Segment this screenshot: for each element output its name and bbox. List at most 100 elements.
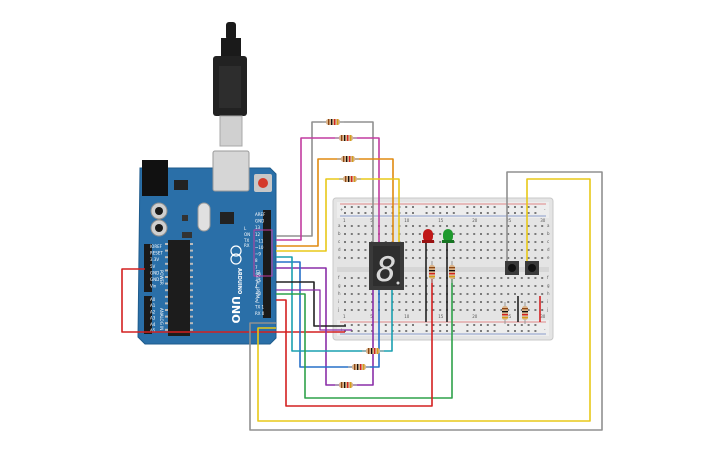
bb-hole[interactable] [439, 309, 442, 311]
bb-hole[interactable] [432, 309, 435, 311]
bb-hole[interactable] [446, 225, 448, 227]
bb-hole[interactable] [412, 293, 414, 295]
rail-hole[interactable] [425, 330, 428, 332]
bb-hole[interactable] [520, 241, 523, 243]
bb-hole[interactable] [507, 285, 510, 287]
bb-hole[interactable] [473, 301, 476, 303]
bb-hole[interactable] [541, 233, 544, 235]
bb-hole[interactable] [459, 225, 462, 227]
bb-hole[interactable] [527, 309, 530, 311]
bb-hole[interactable] [534, 285, 537, 287]
resistor-led-green[interactable] [449, 261, 455, 283]
power-header[interactable] [144, 244, 152, 292]
bb-hole[interactable] [418, 257, 421, 259]
rail-hole[interactable] [384, 324, 387, 326]
rail-hole[interactable] [527, 330, 530, 332]
bb-hole[interactable] [527, 301, 530, 303]
rail-hole[interactable] [507, 212, 510, 214]
bb-hole[interactable] [384, 293, 387, 295]
bb-hole[interactable] [344, 277, 346, 279]
rail-hole[interactable] [439, 206, 442, 208]
bb-hole[interactable] [500, 241, 503, 243]
bb-hole[interactable] [514, 257, 516, 259]
bb-hole[interactable] [364, 257, 367, 259]
bb-hole[interactable] [507, 309, 510, 311]
led-green[interactable] [443, 229, 453, 242]
bb-hole[interactable] [459, 233, 462, 235]
bb-hole[interactable] [527, 233, 530, 235]
bb-hole[interactable] [384, 301, 387, 303]
bb-hole[interactable] [344, 301, 346, 303]
rail-hole[interactable] [405, 330, 408, 332]
bb-hole[interactable] [480, 257, 482, 259]
bb-hole[interactable] [480, 225, 482, 227]
bb-hole[interactable] [459, 285, 462, 287]
bb-hole[interactable] [405, 309, 408, 311]
bb-hole[interactable] [452, 301, 455, 303]
bb-hole[interactable] [452, 309, 455, 311]
rail-hole[interactable] [384, 212, 387, 214]
bb-hole[interactable] [520, 301, 523, 303]
bb-hole[interactable] [357, 249, 360, 251]
bb-hole[interactable] [500, 225, 503, 227]
rail-hole[interactable] [466, 330, 469, 332]
bb-hole[interactable] [534, 233, 537, 235]
bb-hole[interactable] [412, 233, 414, 235]
bb-hole[interactable] [364, 293, 367, 295]
bb-hole[interactable] [425, 225, 428, 227]
rail-hole[interactable] [412, 324, 414, 326]
rail-hole[interactable] [534, 330, 537, 332]
bb-hole[interactable] [493, 225, 496, 227]
bb-hole[interactable] [357, 277, 360, 279]
bb-hole[interactable] [493, 249, 496, 251]
rail-hole[interactable] [493, 324, 496, 326]
bb-hole[interactable] [480, 241, 482, 243]
bb-hole[interactable] [459, 277, 462, 279]
bb-hole[interactable] [500, 277, 503, 279]
rail-hole[interactable] [425, 324, 428, 326]
bb-hole[interactable] [541, 225, 544, 227]
bb-hole[interactable] [466, 233, 469, 235]
rail-hole[interactable] [364, 206, 367, 208]
bb-hole[interactable] [473, 249, 476, 251]
rail-hole[interactable] [520, 330, 523, 332]
bb-hole[interactable] [357, 285, 360, 287]
bb-hole[interactable] [405, 233, 408, 235]
bb-hole[interactable] [344, 249, 346, 251]
bb-hole[interactable] [439, 233, 442, 235]
bb-hole[interactable] [466, 277, 469, 279]
bb-hole[interactable] [364, 277, 367, 279]
bb-hole[interactable] [507, 257, 510, 259]
bb-hole[interactable] [486, 249, 489, 251]
bb-hole[interactable] [459, 293, 462, 295]
led-red[interactable] [423, 229, 433, 242]
rail-hole[interactable] [466, 212, 469, 214]
bb-hole[interactable] [486, 301, 489, 303]
bb-hole[interactable] [493, 233, 496, 235]
bb-hole[interactable] [473, 285, 476, 287]
bb-hole[interactable] [473, 241, 476, 243]
bb-hole[interactable] [527, 225, 530, 227]
bb-hole[interactable] [527, 293, 530, 295]
bb-hole[interactable] [459, 301, 462, 303]
bb-hole[interactable] [527, 277, 530, 279]
bb-hole[interactable] [514, 225, 516, 227]
bb-hole[interactable] [432, 233, 435, 235]
bb-hole[interactable] [418, 301, 421, 303]
bb-hole[interactable] [350, 257, 353, 259]
bb-hole[interactable] [405, 277, 408, 279]
bb-hole[interactable] [452, 225, 455, 227]
rail-hole[interactable] [493, 212, 496, 214]
bb-hole[interactable] [480, 301, 482, 303]
bb-hole[interactable] [364, 309, 367, 311]
rail-hole[interactable] [452, 330, 455, 332]
rail-hole[interactable] [534, 212, 537, 214]
bb-hole[interactable] [486, 309, 489, 311]
bb-hole[interactable] [357, 241, 360, 243]
rail-hole[interactable] [432, 324, 435, 326]
bb-hole[interactable] [357, 225, 360, 227]
bb-hole[interactable] [514, 293, 516, 295]
bb-hole[interactable] [480, 249, 482, 251]
rail-hole[interactable] [534, 324, 537, 326]
